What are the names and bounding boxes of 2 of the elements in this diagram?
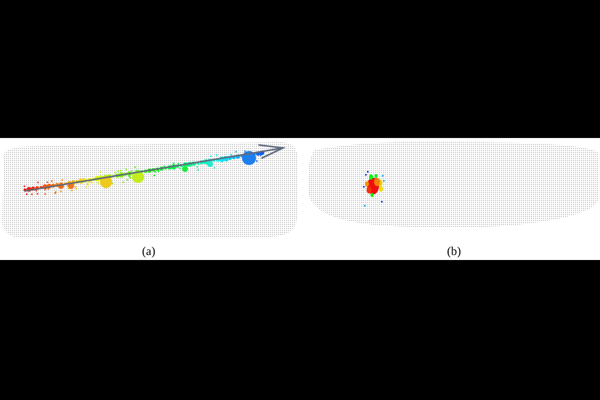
panel-label: (a) (142, 244, 156, 258)
panel-label: (b) (447, 244, 461, 258)
